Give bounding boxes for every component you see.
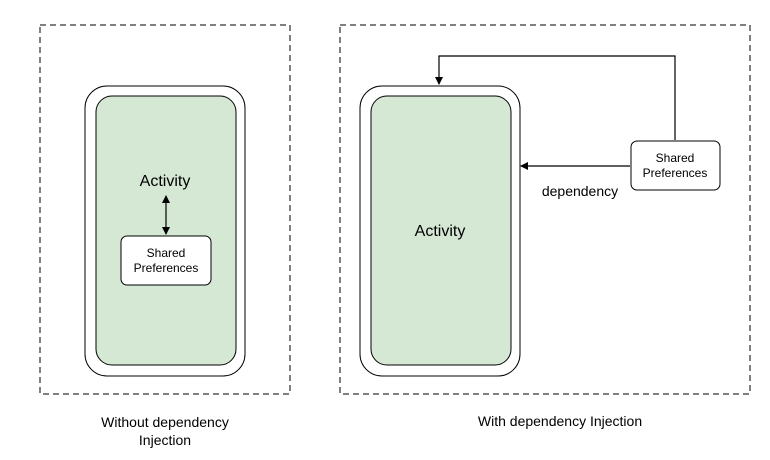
right-activity-screen bbox=[370, 95, 512, 366]
left-caption-line2: Injection bbox=[139, 432, 191, 448]
right-panel-boundary bbox=[339, 24, 751, 395]
left-panel-boundary bbox=[39, 24, 291, 395]
right-activity-label: Activity bbox=[415, 223, 466, 240]
left-caption-line1: Without dependency bbox=[101, 414, 229, 430]
injection-arrow-top bbox=[435, 55, 676, 140]
right-shared-label-line2: Preferences bbox=[643, 166, 708, 180]
left-shared-label-line2: Preferences bbox=[134, 261, 199, 275]
dependency-arrow-label: dependency bbox=[542, 183, 618, 199]
right-shared-preferences-box bbox=[630, 140, 721, 191]
left-shared-preferences-box bbox=[120, 235, 212, 286]
right-shared-label-line1: Shared bbox=[656, 151, 695, 165]
left-shared-label-line1: Shared bbox=[147, 246, 186, 260]
left-activity-label: Activity bbox=[140, 173, 191, 190]
right-caption: With dependency Injection bbox=[478, 413, 642, 429]
